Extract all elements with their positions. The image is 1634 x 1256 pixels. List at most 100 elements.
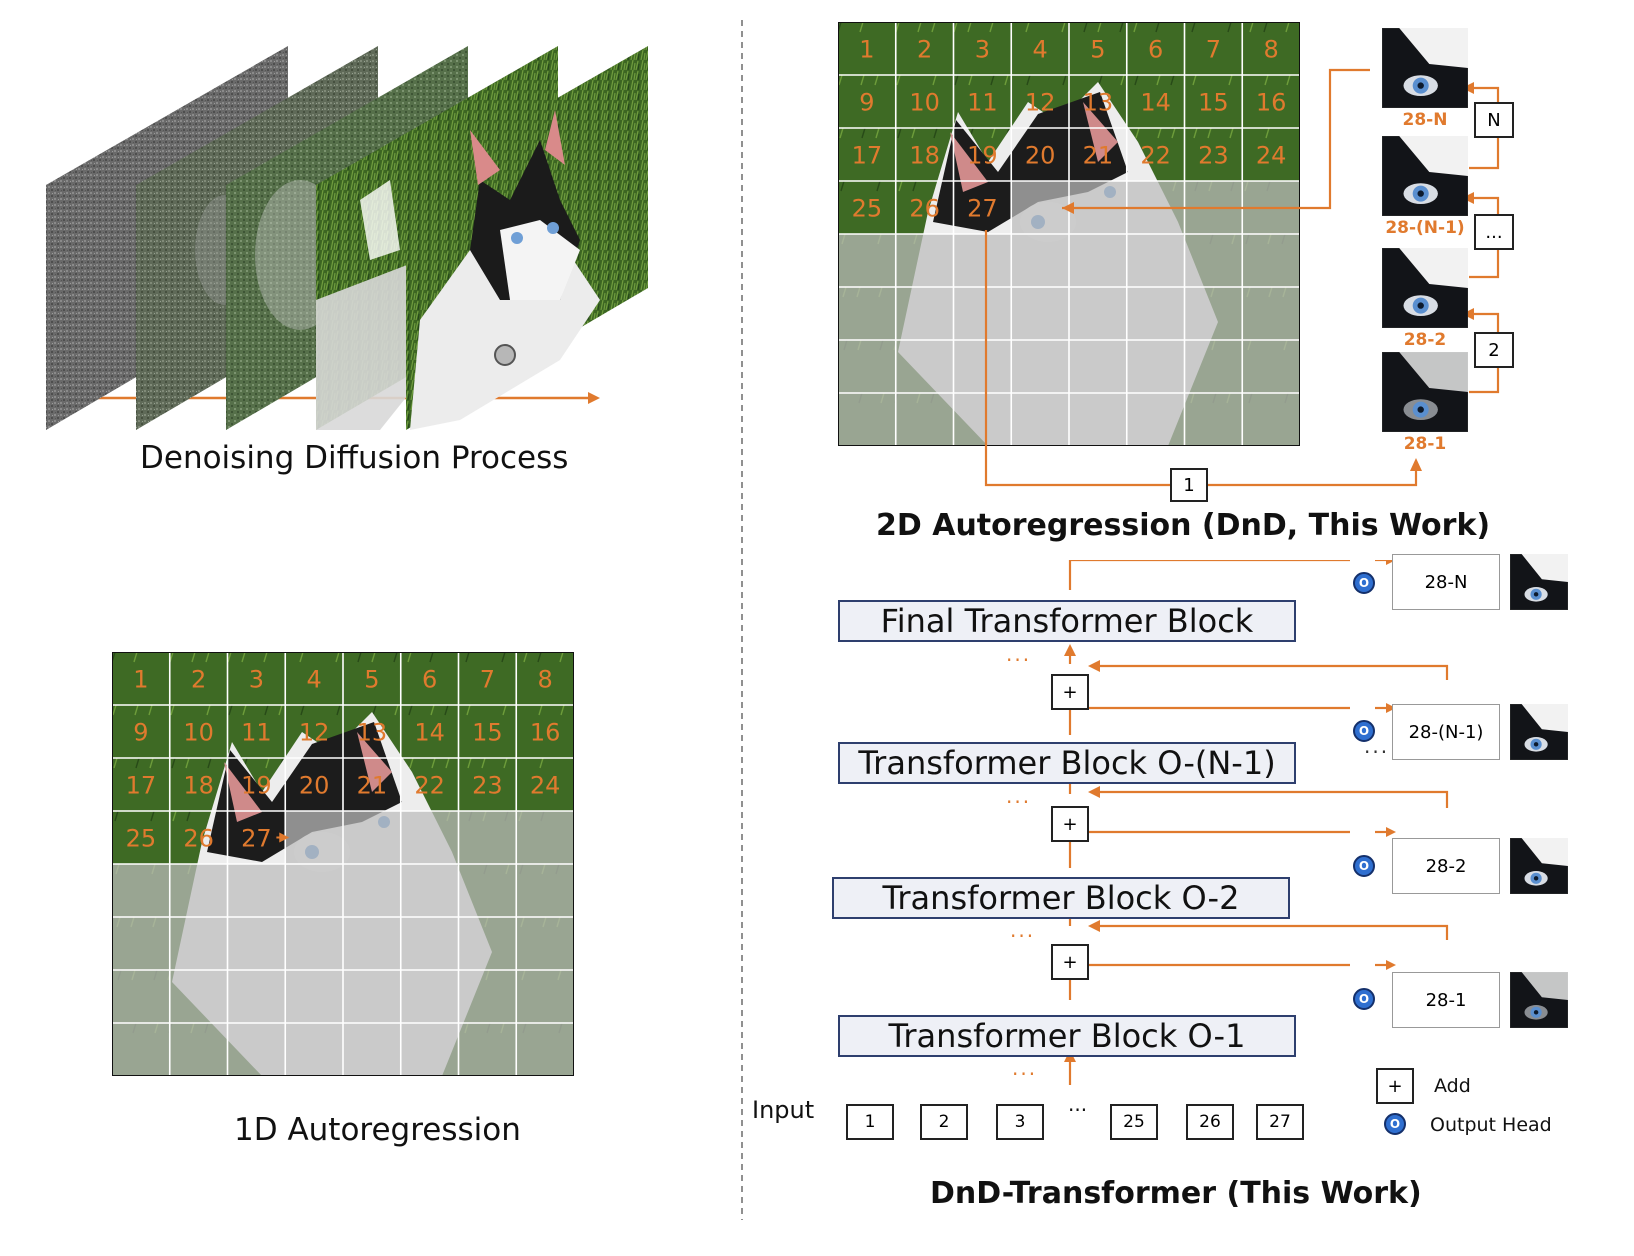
output-head-n-minus-1: O	[1353, 720, 1375, 742]
ar2d-token-label: 6	[1148, 36, 1163, 64]
ar2d-token-label: 15	[1198, 89, 1229, 117]
ar2d-token-label: 7	[1206, 36, 1221, 64]
legend-add-label: Add	[1434, 1075, 1471, 1097]
ar1d-token-label: 6	[422, 666, 437, 694]
legend-add-symbol: +	[1376, 1068, 1414, 1104]
dnd-caption: DnD-Transformer (This Work)	[930, 1176, 1422, 1211]
diffusion-stack	[46, 46, 648, 430]
ar2d-token-label: 2	[917, 36, 932, 64]
ar2d-caption: 2D Autoregression (DnD, This Work)	[876, 508, 1491, 543]
ar2d-token-label: 3	[975, 36, 990, 64]
refinement-thumb-28-n	[1381, 27, 1469, 109]
refinement-thumb-28-2	[1381, 247, 1469, 329]
ar2d-token-label: 11	[967, 89, 998, 117]
ar1d-token-label: 10	[183, 719, 214, 747]
ar2d-token-label: 17	[852, 142, 883, 170]
ar1d-token-label: 11	[241, 719, 272, 747]
step-mid-box: ...	[1474, 214, 1514, 250]
ar1d-token-label: 21	[357, 772, 388, 800]
ar1d-token-label: 3	[249, 666, 264, 694]
final-transformer-block: Final Transformer Block	[838, 600, 1296, 642]
ellipsis-3: ...	[1010, 918, 1036, 942]
ar1d-token-label: 26	[183, 825, 214, 853]
next-token-arrowhead	[279, 832, 290, 843]
ar1d-token-label: 4	[306, 666, 321, 694]
ar2d-token-label: 12	[1025, 89, 1056, 117]
ar1d-token-label: 9	[133, 719, 148, 747]
ar1d-caption: 1D Autoregression	[234, 1112, 521, 1148]
input-token: 25	[1110, 1104, 1158, 1140]
ar2d-token-label: 4	[1032, 36, 1047, 64]
ellipsis-4: ...	[1012, 1056, 1038, 1080]
ar1d-token-label: 20	[299, 772, 330, 800]
output-thumb-28-n	[1509, 553, 1569, 611]
step-1-box: 1	[1170, 468, 1208, 502]
ar2d-token-label: 1	[859, 36, 874, 64]
refinement-label-28-1: 28-1	[1403, 434, 1447, 454]
panel-divider	[741, 20, 743, 1220]
ar1d-token-label: 15	[472, 719, 503, 747]
ar2d-token-label: 19	[967, 142, 998, 170]
ar2d-token-label: 9	[859, 89, 874, 117]
input-token: 26	[1186, 1104, 1234, 1140]
ellipsis-1: ...	[1006, 642, 1032, 666]
add-node-2: +	[1051, 806, 1089, 842]
ar1d-token-label: 16	[530, 719, 561, 747]
ar1d-token-label: 18	[183, 772, 214, 800]
ar1d-token-label: 22	[414, 772, 445, 800]
step-2-box: 2	[1474, 332, 1514, 368]
input-ellipsis: ...	[1068, 1092, 1088, 1116]
ar2d-token-label: 22	[1140, 142, 1171, 170]
input-token: 2	[920, 1104, 968, 1140]
ar1d-token-label: 19	[241, 772, 272, 800]
ar1d-token-label: 2	[191, 666, 206, 694]
transformer-block-2: Transformer Block O-2	[832, 877, 1290, 919]
refinement-label-28-n-minus-1: 28-(N-1)	[1385, 218, 1465, 238]
output-box-n: 28-N	[1392, 554, 1500, 610]
ar2d-token-label: 20	[1025, 142, 1056, 170]
ar2d-token-label: 26	[909, 195, 940, 223]
input-label: Input	[752, 1096, 815, 1124]
output-head-1: O	[1353, 988, 1375, 1010]
transformer-block-1: Transformer Block O-1	[838, 1015, 1296, 1057]
ar1d-token-label: 12	[299, 719, 330, 747]
ar2d-token-label: 27	[967, 195, 998, 223]
refinement-label-28-2: 28-2	[1403, 330, 1447, 350]
output-ellipsis: ...	[1364, 734, 1390, 758]
legend-head-symbol: O	[1384, 1113, 1406, 1135]
output-thumb-28-n-minus-1	[1509, 703, 1569, 761]
output-box-2: 28-2	[1392, 838, 1500, 894]
ar2d-token-label: 16	[1256, 89, 1287, 117]
output-box-1: 28-1	[1392, 972, 1500, 1028]
ar1d-token-label: 25	[126, 825, 157, 853]
ar2d-token-label: 13	[1083, 89, 1114, 117]
ar2d-token-label: 8	[1263, 36, 1278, 64]
ar2d-token-label: 5	[1090, 36, 1105, 64]
ar1d-token-label: 23	[472, 772, 503, 800]
refinement-thumb-28-n-minus-1	[1381, 135, 1469, 217]
ar1d-token-label: 8	[537, 666, 552, 694]
ellipsis-2: ...	[1006, 784, 1032, 808]
output-head-2: O	[1353, 855, 1375, 877]
diffusion-caption: Denoising Diffusion Process	[140, 440, 569, 476]
output-thumb-28-2	[1509, 837, 1569, 895]
ar1d-token-label: 5	[364, 666, 379, 694]
ar1d-token-label: 1	[133, 666, 148, 694]
add-node-3: +	[1051, 674, 1089, 710]
refinement-thumb-28-1	[1381, 351, 1469, 433]
ar2d-token-label: 23	[1198, 142, 1229, 170]
ar2d-token-label: 25	[852, 195, 883, 223]
dnd-connectors	[1064, 560, 1449, 1085]
ar2d-token-label: 24	[1256, 142, 1287, 170]
ar2d-token-label: 21	[1083, 142, 1114, 170]
ar1d-token-label: 14	[414, 719, 445, 747]
step-n-box: N	[1474, 102, 1514, 138]
ar1d-token-label: 7	[480, 666, 495, 694]
ar2d-token-label: 10	[909, 89, 940, 117]
input-token: 1	[846, 1104, 894, 1140]
input-token: 27	[1256, 1104, 1304, 1140]
ar1d-token-label: 13	[357, 719, 388, 747]
ar1d-token-label: 17	[126, 772, 157, 800]
